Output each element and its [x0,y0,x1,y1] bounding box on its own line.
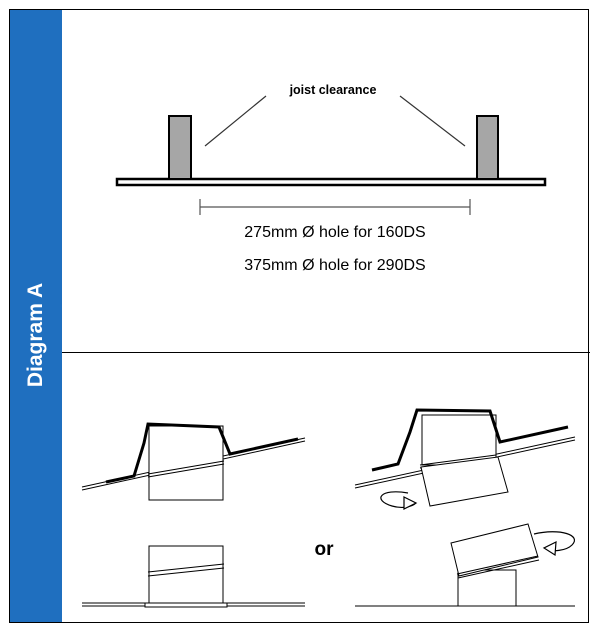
ceiling-tube-right [457,569,517,607]
ceiling-trim-left [144,602,228,608]
flashing-left [105,422,299,484]
ceiling-band-right [456,555,539,575]
rotated-tube-right [420,456,509,507]
ceiling-section: joist clearance 275mm Ø hole for 160DS 3… [115,83,547,274]
joist-right [476,115,499,180]
hole-size-160: 275mm Ø hole for 160DS [244,224,425,241]
rotated-top-tube-right [450,523,539,577]
flat-ceiling-right [355,523,575,607]
adapter-band-left [147,460,225,475]
joist-left [168,115,192,180]
hole-size-290: 375mm Ø hole for 290DS [244,257,425,274]
or-label: or [315,539,335,560]
ceiling-board [115,177,547,187]
pitched-roof-right [354,408,576,510]
callout-leader-left [204,95,267,147]
ceiling-band-left [147,563,225,573]
diagram-frame: Diagram A [9,9,590,623]
section-divider [62,352,590,353]
ceiling-band-left-2 [147,567,225,577]
pitched-roof-left [81,422,306,501]
callout-leader-right [399,95,466,147]
rotate-arrow-head-2 [542,540,557,557]
flashing-right [371,408,569,472]
rotate-arrow-head [403,496,418,510]
flat-ceiling-left [82,545,305,608]
roof-tube-right [421,414,497,466]
adapter-band-left-2 [147,463,225,478]
diagram-sidebar: Diagram A [10,10,62,622]
ceiling-band-right-2 [457,559,540,579]
adapter-band-right [419,454,497,466]
joist-clearance-label: joist clearance [289,83,377,97]
